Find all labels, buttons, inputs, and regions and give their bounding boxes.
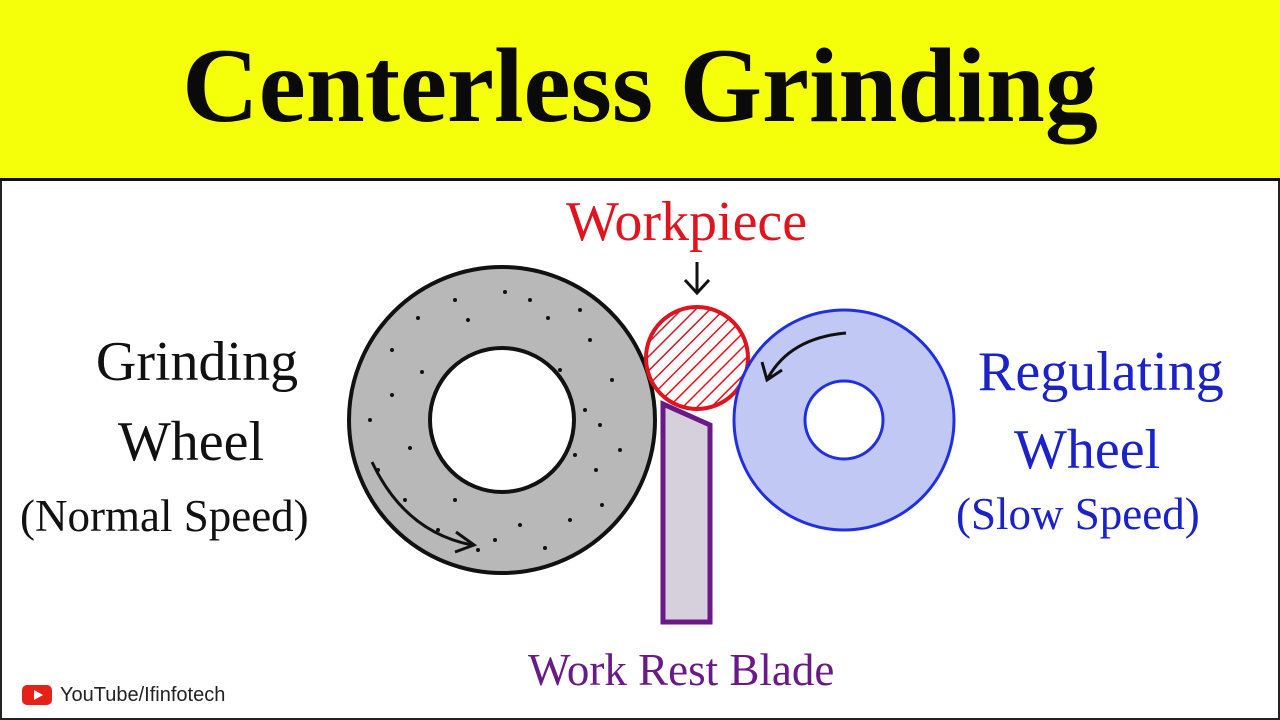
regulating-wheel-label: Regulating <box>978 341 1224 403</box>
regulating-wheel-speed-label: (Slow Speed) <box>956 489 1200 539</box>
grinding-wheel-speed-label: (Normal Speed) <box>20 491 309 541</box>
grinding-wheel-label: Grinding <box>95 331 299 393</box>
grinding-wheel <box>347 265 657 575</box>
workpiece-label: Workpiece <box>566 191 808 253</box>
channel-credit-text: YouTube/Ifinfotech <box>60 683 226 706</box>
youtube-icon <box>22 685 52 705</box>
rotation-arrow <box>370 461 473 547</box>
work-rest-blade <box>660 400 713 625</box>
grinding-wheel-label-line2: Wheel <box>117 411 265 473</box>
workpiece-pointer-arrow <box>683 262 711 296</box>
rotation-arrow <box>766 331 847 379</box>
diagram-frame <box>0 181 1280 720</box>
title-banner: Centerless Grinding <box>0 0 1280 181</box>
workpiece <box>644 305 750 411</box>
regulating-wheel <box>732 308 956 532</box>
page-title: Centerless Grinding <box>182 27 1098 144</box>
work-rest-blade-label: Work Rest Blade <box>528 645 835 695</box>
channel-credit[interactable]: YouTube/Ifinfotech <box>22 683 225 707</box>
regulating-wheel-label-line2: Wheel <box>1014 419 1161 481</box>
abrasive-grain-dots <box>368 290 622 552</box>
